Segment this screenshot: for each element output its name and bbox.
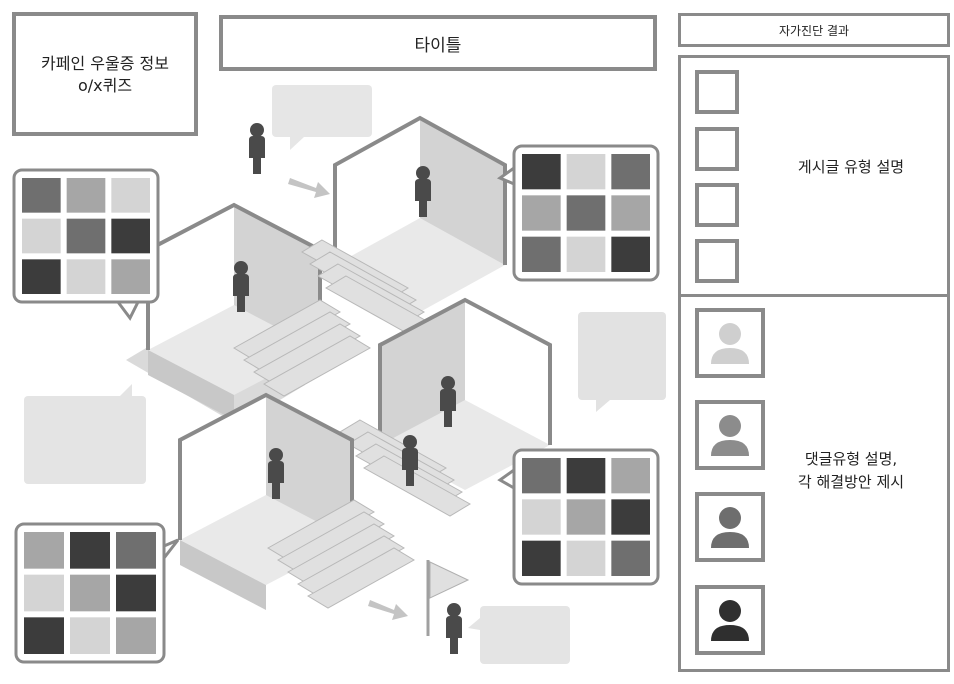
comment-desc-line1: 댓글유형 설명, [804, 450, 898, 468]
arrow-icon [368, 600, 408, 620]
grid-tile[interactable] [566, 499, 606, 535]
grid-bottom-right [497, 448, 660, 586]
room-1 [126, 202, 371, 425]
post-type-checkbox[interactable] [695, 70, 739, 114]
avatar-dark[interactable] [695, 492, 765, 562]
grid-card-tail [115, 300, 141, 321]
room-4 [178, 392, 415, 610]
grid-tile[interactable] [66, 259, 106, 294]
grid-card-tail [162, 538, 180, 563]
post-type-checkbox[interactable] [695, 239, 739, 283]
grid-tile[interactable] [24, 574, 64, 612]
grid-tile[interactable] [22, 259, 61, 294]
avatar-medium[interactable] [695, 400, 765, 470]
quiz-box-title: 카페인 우울증 정보 [41, 54, 169, 73]
grid-card-tail [497, 467, 516, 491]
post-type-description: 게시글 유형 설명 [797, 158, 905, 176]
result-panel: 게시글 유형 설명 댓글유형 설명, 각 해결방안 제시 [678, 55, 950, 672]
person-avatar-icon [711, 415, 749, 456]
grid-tile[interactable] [116, 617, 156, 654]
grid-tile[interactable] [611, 458, 650, 494]
grid-tile[interactable] [116, 574, 156, 612]
grid-tile[interactable] [522, 154, 561, 190]
grid-tile[interactable] [111, 178, 150, 213]
person-avatar-icon [711, 507, 749, 548]
avatar-darkest[interactable] [695, 585, 765, 655]
person-icon [446, 603, 462, 654]
grid-tile[interactable] [70, 532, 110, 569]
comment-desc-line2: 각 해결방안 제시 [797, 473, 905, 491]
avatar-light[interactable] [695, 308, 765, 378]
grid-tile[interactable] [70, 574, 110, 612]
speech-bubble [578, 312, 666, 412]
speech-bubble [272, 85, 372, 150]
title-label: 타이틀 [414, 35, 462, 56]
grid-tile[interactable] [24, 617, 64, 654]
grid-tile[interactable] [611, 499, 650, 535]
grid-tile[interactable] [611, 154, 650, 190]
grid-tile[interactable] [111, 218, 150, 254]
grid-tile[interactable] [611, 540, 650, 576]
grid-tile[interactable] [566, 236, 606, 272]
grid-tile[interactable] [566, 540, 606, 576]
grid-tile[interactable] [24, 532, 64, 569]
panel-divider [681, 294, 947, 297]
grid-tile[interactable] [70, 617, 110, 654]
grid-tile[interactable] [566, 458, 606, 494]
grid-tile[interactable] [522, 195, 561, 231]
grid-tile[interactable] [522, 236, 561, 272]
arrow-icon [288, 178, 330, 198]
grid-tile[interactable] [522, 499, 561, 535]
grid-top-left [12, 168, 160, 321]
flag-icon [426, 560, 470, 636]
grid-tile[interactable] [66, 178, 106, 213]
grid-tile[interactable] [22, 218, 61, 254]
grid-tile[interactable] [22, 178, 61, 213]
grid-tile[interactable] [522, 540, 561, 576]
grid-tile[interactable] [611, 236, 650, 272]
grid-tile[interactable] [566, 195, 606, 231]
person-avatar-icon [711, 323, 749, 364]
grid-top-right [496, 144, 660, 282]
grid-tile[interactable] [111, 259, 150, 294]
person-avatar-icon [711, 600, 749, 641]
grid-tile[interactable] [66, 218, 106, 254]
staircase-illustration [12, 85, 666, 664]
quiz-box-subtitle: o/x퀴즈 [77, 76, 133, 95]
grid-card-tail [496, 165, 516, 187]
person-icon [249, 123, 265, 174]
grid-tile[interactable] [522, 458, 561, 494]
post-type-checkbox[interactable] [695, 127, 739, 171]
comment-type-description: 댓글유형 설명, 각 해결방안 제시 [761, 448, 941, 494]
grid-tile[interactable] [611, 195, 650, 231]
grid-bottom-left [14, 522, 180, 664]
title-box: 타이틀 [219, 15, 657, 71]
speech-bubble [468, 606, 570, 664]
self-diagnosis-result-header: 자가진단 결과 [678, 13, 950, 47]
grid-tile[interactable] [116, 532, 156, 569]
speech-bubble [24, 384, 146, 484]
quiz-info-box[interactable]: 카페인 우울증 정보 o/x퀴즈 [12, 12, 198, 136]
result-header-label: 자가진단 결과 [778, 23, 850, 38]
post-type-checkbox[interactable] [695, 183, 739, 227]
grid-tile[interactable] [566, 154, 606, 190]
